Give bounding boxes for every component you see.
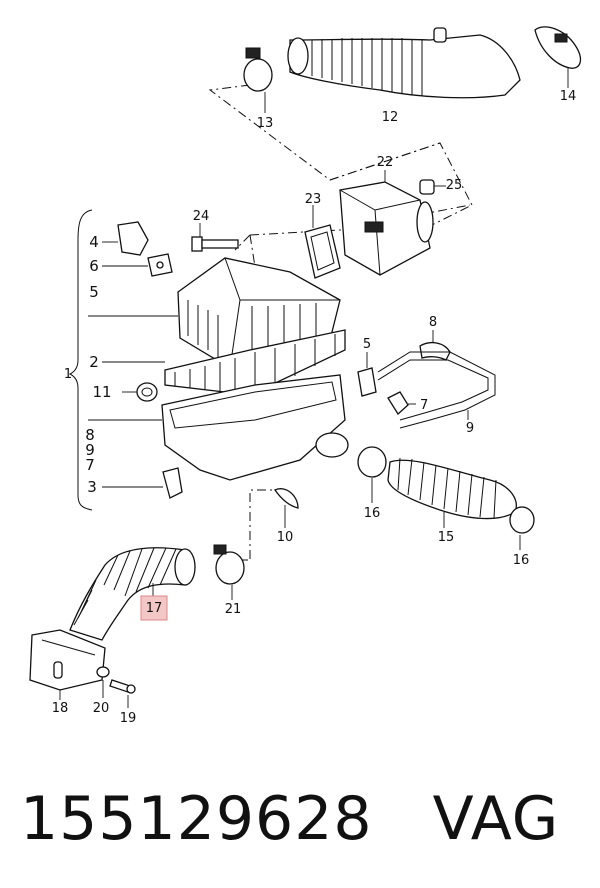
gasket <box>304 205 341 279</box>
intake-hose-lower-17 <box>69 547 196 641</box>
intake-hose-upper <box>287 27 521 99</box>
highlight-box-17 <box>140 595 168 621</box>
hose-clamp-16-left <box>357 446 387 503</box>
hose-clamp-13 <box>243 47 273 113</box>
washer <box>96 666 110 698</box>
callout-13: 13 <box>257 116 274 131</box>
air-filter-element <box>102 329 346 396</box>
callout-8-right: 8 <box>429 315 437 330</box>
callout-10: 10 <box>277 530 294 545</box>
filter-housing-lower <box>88 374 349 481</box>
callout-3: 3 <box>87 478 97 496</box>
callout-6: 6 <box>89 257 99 275</box>
callout-4: 4 <box>89 233 99 251</box>
air-mass-meter <box>339 170 434 276</box>
retaining-clip <box>274 488 299 528</box>
bracket <box>102 253 173 277</box>
exploded-parts-diagram: 13 12 14 22 25 23 24 4 6 5 2 1 11 8 9 7 … <box>29 26 582 726</box>
hose-clamp-21 <box>213 544 245 600</box>
callout-23: 23 <box>305 192 322 207</box>
brand-name: VAG <box>432 784 560 854</box>
callout-9-right: 9 <box>466 421 474 436</box>
callout-8-left: 8 <box>85 426 95 444</box>
callout-9-left: 9 <box>85 441 95 459</box>
callout-16-left: 16 <box>364 506 381 521</box>
callout-14: 14 <box>560 89 577 104</box>
callout-18: 18 <box>52 701 69 716</box>
callout-5-left: 5 <box>89 283 99 301</box>
part-footer: 155129628 VAG <box>20 774 559 864</box>
hose-clamp-14 <box>534 26 582 88</box>
part-number: 155129628 <box>20 784 373 854</box>
callout-25: 25 <box>446 178 463 193</box>
temperature-sensor <box>102 221 149 256</box>
callout-1: 1 <box>64 367 72 382</box>
hose-clamp-16-right <box>509 506 535 550</box>
callout-16-right: 16 <box>513 553 530 568</box>
rubber-grommet <box>122 382 158 402</box>
callout-15: 15 <box>438 530 455 545</box>
callout-7-left: 7 <box>85 456 95 474</box>
callout-2: 2 <box>89 353 99 371</box>
callout-7-right: 7 <box>420 398 428 413</box>
bolt-24 <box>191 223 239 252</box>
screw <box>109 679 136 708</box>
callout-11: 11 <box>92 383 111 401</box>
callout-24: 24 <box>193 209 210 224</box>
callout-17: 17 <box>146 601 163 616</box>
callout-numbers: 13 12 14 22 25 23 24 4 6 5 2 1 11 8 9 7 … <box>52 89 577 726</box>
housing-clip <box>102 467 183 499</box>
callout-20: 20 <box>93 701 110 716</box>
intake-bellows-15 <box>387 457 517 528</box>
callout-22: 22 <box>377 155 394 170</box>
group-bracket <box>68 209 93 511</box>
air-intake-guide <box>29 629 106 700</box>
callout-21: 21 <box>225 602 242 617</box>
callout-12: 12 <box>382 110 399 125</box>
sensor-cap <box>419 179 446 195</box>
callout-5-right: 5 <box>363 337 371 352</box>
vent-hose-assembly <box>357 330 496 429</box>
callout-19: 19 <box>120 711 137 726</box>
